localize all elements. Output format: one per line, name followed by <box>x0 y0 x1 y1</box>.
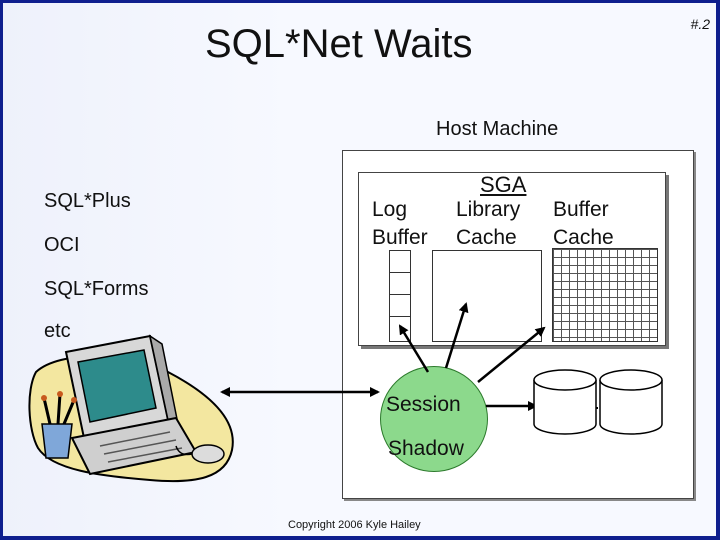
session-buffercache-arrow <box>477 326 546 383</box>
shadow-label: Shadow <box>388 437 464 460</box>
library-cache-label: Library Cache <box>456 198 521 249</box>
frame-right-line <box>716 0 720 540</box>
disk-icon <box>533 369 597 435</box>
sga-label: SGA <box>480 172 527 197</box>
disk-icon <box>599 369 663 435</box>
tool-etc: etc <box>44 320 71 342</box>
log-buffer-memory <box>389 250 411 342</box>
session-process <box>380 366 488 472</box>
slide-number: #.2 <box>690 16 710 32</box>
tool-sqlplus: SQL*Plus <box>44 190 131 212</box>
session-librarycache-arrow <box>444 302 469 369</box>
computer-icon <box>28 334 234 483</box>
tool-sqlforms: SQL*Forms <box>44 278 149 300</box>
library-cache-memory <box>432 250 542 342</box>
frame-top-line <box>0 0 720 3</box>
copyright-text: Copyright 2006 Kyle Hailey <box>288 519 421 531</box>
buffer-cache-grid <box>552 248 658 342</box>
session-label: Session <box>386 393 461 416</box>
tool-oci: OCI <box>44 234 80 256</box>
slide-title: SQL*Net Waits <box>205 22 473 66</box>
frame-bottom-line <box>0 536 720 540</box>
buffer-cache-label: Buffer Cache <box>553 198 614 249</box>
host-machine-label: Host Machine <box>436 118 559 140</box>
log-buffer-label: Log Buffer <box>372 198 428 249</box>
frame-left-line <box>0 0 3 540</box>
session-logbuffer-arrow <box>398 324 430 373</box>
